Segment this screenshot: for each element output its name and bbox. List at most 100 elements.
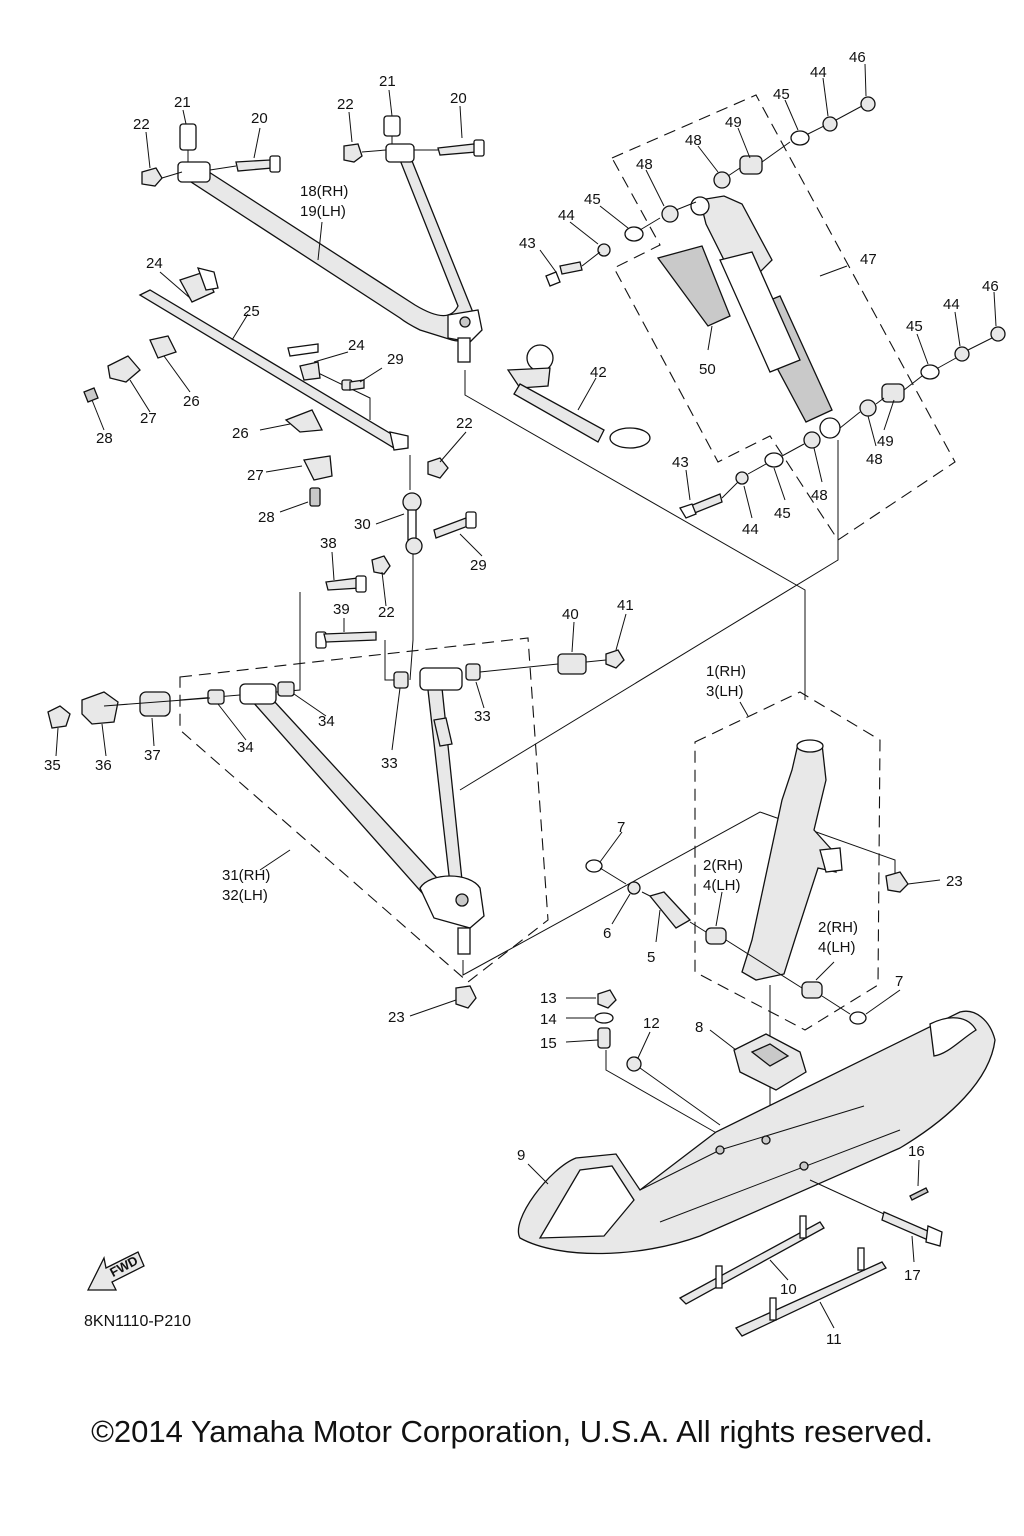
bracket-27-right [303,455,333,481]
callout-22: 22 [456,415,473,432]
callout-46: 46 [849,49,866,66]
callout-23: 23 [946,873,963,890]
callout-12: 12 [643,1015,660,1032]
bushing-37 [139,691,171,717]
nut-22-stabilizer [427,457,449,479]
callout-labels: 46 44 45 49 48 48 45 44 43 47 50 46 44 4… [44,49,999,1348]
upper-arm-assembly-lines [161,136,438,179]
callout-31-rh: 31(RH) [222,867,270,884]
callout-45: 45 [584,191,601,208]
washer-7-lower [849,1011,867,1025]
nut-35 [47,705,71,729]
callout-15: 15 [540,1035,557,1052]
callout-7: 7 [617,819,625,836]
callout-46: 46 [982,278,999,295]
copyright-notice: ©2014 Yamaha Motor Corporation, U.S.A. A… [91,1414,933,1449]
callout-42: 42 [590,364,607,381]
callout-9: 9 [517,1147,525,1164]
callout-33: 33 [381,755,398,772]
fwd-arrow-icon: FWD [86,1251,145,1291]
callout-20: 20 [251,110,268,127]
callout-27: 27 [140,410,157,427]
callout-23: 23 [388,1009,405,1026]
callout-30: 30 [354,516,371,533]
callout-43: 43 [672,454,689,471]
callout-34: 34 [237,739,254,756]
spindle [741,739,843,981]
pin-16 [909,1187,929,1201]
callout-26: 26 [232,425,249,442]
callout-44: 44 [810,64,827,81]
callout-32-lh: 32(LH) [222,887,268,904]
callout-28: 28 [96,430,113,447]
nut-13 [597,989,617,1009]
callout-25: 25 [243,303,260,320]
lower-arm-pivot-line [103,659,607,707]
callout-38: 38 [320,535,337,552]
shock-hardware-lower [679,326,1006,519]
bolt-20-left [235,155,281,173]
nut-23-lower-arm [455,985,477,1009]
lower-a-arm [239,667,485,955]
clamp-24-right [287,343,321,381]
lower-arm-group-outline [179,637,549,983]
bushing-33-b [465,663,481,681]
callout-28: 28 [258,509,275,526]
bolt-38 [325,575,367,593]
runner-11 [734,1247,887,1337]
nut-23-spindle [885,871,909,893]
callout-18-rh: 18(RH) [300,183,348,200]
bushing-21-left [179,123,197,151]
callout-2-rh: 2(RH) [818,919,858,936]
upper-a-arm [177,143,483,363]
bushing-21-right [383,115,401,137]
callout-2-rh: 2(RH) [703,857,743,874]
callout-49: 49 [877,433,894,450]
bushing-34-b [277,681,295,697]
callout-48: 48 [685,132,702,149]
callout-3-lh: 3(LH) [706,683,744,700]
bolt-17 [809,1179,943,1247]
bolt-20-right [437,139,485,157]
bolt-28-left [83,387,99,403]
callout-6: 6 [603,925,611,942]
callout-16: 16 [908,1143,925,1160]
callout-10: 10 [780,1281,797,1298]
clamp-24-left [179,267,219,303]
callout-17: 17 [904,1267,921,1284]
callout-45: 45 [774,505,791,522]
spindle-axis-line [599,867,851,1015]
runner-10 [678,1215,825,1305]
callout-1-rh: 1(RH) [706,663,746,680]
callout-5: 5 [647,949,655,966]
nut-22-left [141,167,163,187]
spindle-group-outline [694,691,881,1031]
bushing-40 [557,653,587,675]
bushing-33-a [393,671,409,689]
sleeve-5 [648,891,692,929]
bushing-34-a [207,689,225,705]
leader-lines [55,63,997,1329]
callout-20: 20 [450,90,467,107]
callout-22: 22 [133,116,150,133]
link-rod [402,492,423,555]
callout-50: 50 [699,361,716,378]
callout-13: 13 [540,990,557,1007]
shock-label-50 [656,245,731,327]
callout-48: 48 [811,487,828,504]
callout-29: 29 [470,557,487,574]
adjuster-tool [506,344,651,449]
callout-24: 24 [146,255,163,272]
callout-8: 8 [695,1019,703,1036]
callout-49: 49 [725,114,742,131]
callout-43: 43 [519,235,536,252]
shock-hardware-upper [545,96,876,287]
callout-22: 22 [378,604,395,621]
callout-48: 48 [866,451,883,468]
callout-4-lh: 4(LH) [703,877,741,894]
callout-29: 29 [387,351,404,368]
callout-26: 26 [183,393,200,410]
ski [517,1010,996,1255]
callout-34: 34 [318,713,335,730]
